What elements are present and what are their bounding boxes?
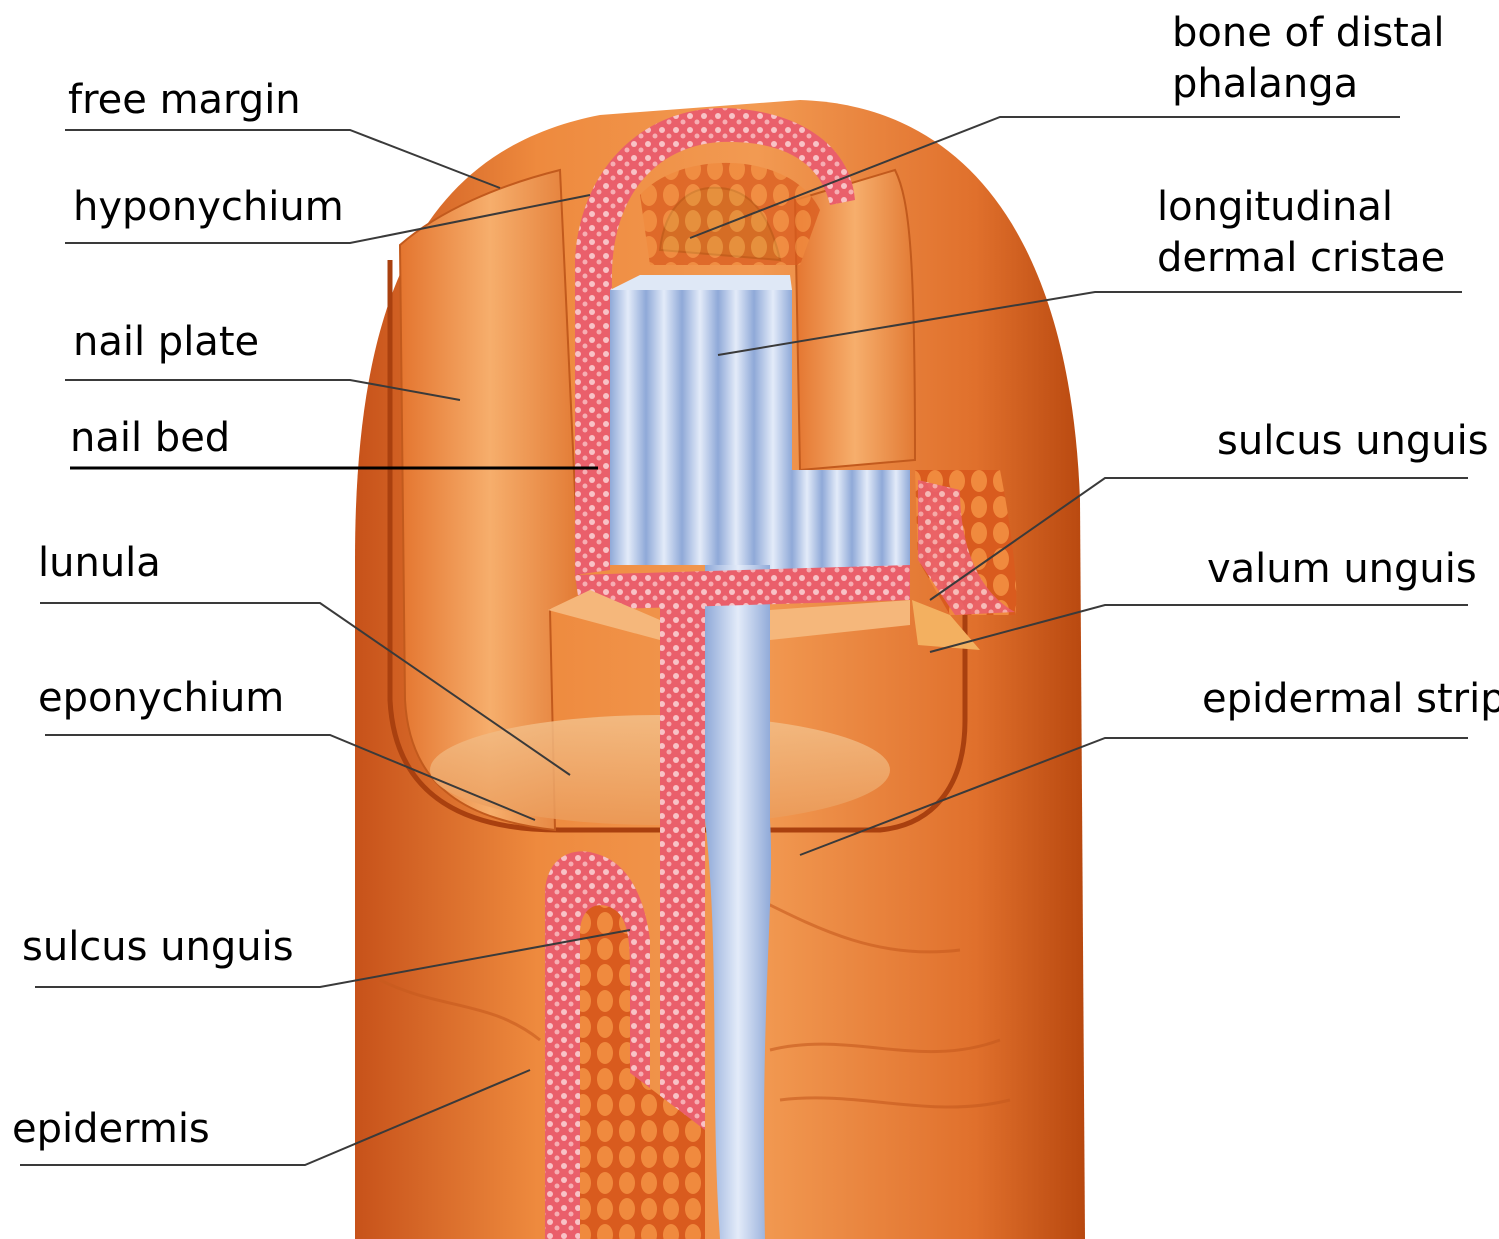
label-nail-plate: nail plate — [73, 319, 259, 365]
label-lunula: lunula — [38, 540, 161, 586]
label-cristae-line1: longitudinal — [1157, 184, 1393, 230]
leader-free-margin — [65, 130, 500, 188]
label-hyponychium: hyponychium — [73, 184, 344, 230]
label-bone-line2: phalanga — [1172, 61, 1358, 107]
label-epidermis: epidermis — [12, 1106, 210, 1152]
label-epidermal-strip: epidermal strip — [1202, 676, 1499, 722]
label-valum-unguis: valum unguis — [1207, 546, 1477, 592]
label-sulcus-unguis-left: sulcus unguis — [22, 924, 294, 970]
label-bone-line1: bone of distal — [1172, 10, 1444, 56]
dermis-strip — [660, 600, 705, 1120]
label-eponychium: eponychium — [38, 675, 284, 721]
label-free-margin: free margin — [68, 77, 301, 123]
label-sulcus-unguis-right: sulcus unguis — [1217, 418, 1489, 464]
label-cristae-line2: dermal cristae — [1157, 235, 1445, 281]
label-nail-bed: nail bed — [70, 415, 230, 461]
